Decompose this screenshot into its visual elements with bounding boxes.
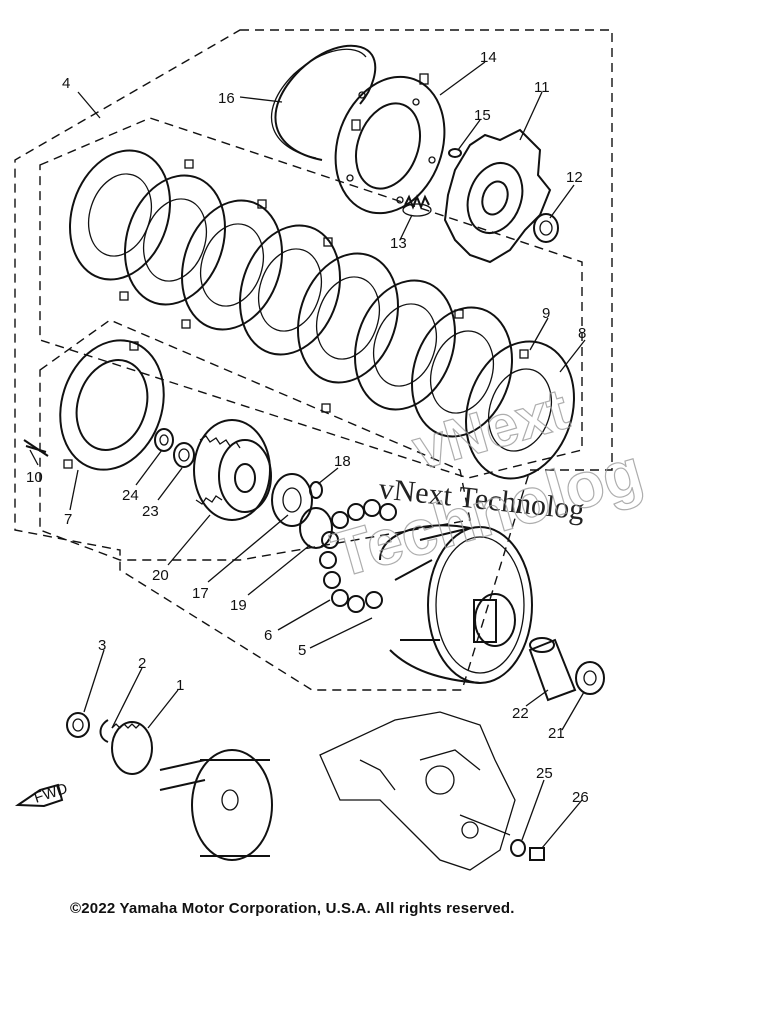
crankcase-section (319, 711, 516, 871)
wire-circlip-part (270, 44, 377, 161)
callout-10: 10 (26, 469, 43, 486)
callout-3: 3 (98, 637, 106, 654)
pressure-plate-part (334, 73, 446, 215)
callout-24: 24 (122, 487, 139, 504)
callout-6: 6 (264, 627, 272, 644)
forward-arrow-icon: FWD (14, 780, 70, 808)
callout-19: 19 (230, 597, 247, 614)
callout-15: 15 (474, 107, 491, 124)
copyright-notice: ©2022 Yamaha Motor Corporation, U.S.A. A… (70, 900, 515, 917)
clutch-boss-part (193, 419, 272, 521)
callout-9: 9 (542, 305, 550, 322)
nut-part (154, 428, 174, 452)
callout-11: 11 (534, 79, 550, 96)
cushion-plate-part (59, 339, 165, 471)
spring-seat-part (448, 148, 462, 158)
clutch-housing-part (379, 524, 533, 684)
leader-lines (29, 61, 586, 849)
thrust-plate-part (271, 473, 313, 527)
callout-21: 21 (548, 725, 565, 742)
friction-plate-stack (69, 149, 575, 480)
callout-4: 4 (62, 75, 70, 92)
callout-25: 25 (536, 765, 553, 782)
o-ring-part (299, 507, 333, 549)
callout-14: 14 (480, 49, 497, 66)
clutch-boss-boundary (39, 319, 471, 561)
callout-labels: 4 16 14 15 11 12 13 9 8 10 7 24 23 20 17… (26, 49, 589, 806)
callout-26: 26 (572, 789, 589, 806)
primary-driven-plate-part (443, 128, 552, 264)
clutch-assembly-boundary (14, 29, 613, 691)
bearing-part (533, 213, 559, 243)
drain-washer-part (510, 839, 526, 857)
spacer-collar-part (528, 637, 577, 702)
callout-17: 17 (192, 585, 209, 602)
thrust-washer-part (575, 661, 605, 695)
small-washer-part (309, 481, 323, 499)
crankshaft-part (159, 749, 273, 861)
drain-bolt-part (529, 847, 545, 861)
callout-23: 23 (142, 503, 159, 520)
callout-18: 18 (334, 453, 351, 470)
circlip-part (99, 719, 109, 743)
callout-13: 13 (390, 235, 407, 252)
steel-balls-part (319, 499, 397, 613)
callout-22: 22 (512, 705, 529, 722)
watermark: vNext Technolog vNext Technolog (323, 376, 650, 592)
lock-washer-part (173, 442, 195, 468)
callout-2: 2 (138, 655, 146, 672)
pushrod-part (23, 439, 49, 457)
callout-5: 5 (298, 642, 306, 659)
callout-1: 1 (176, 677, 184, 694)
callout-8: 8 (578, 325, 586, 342)
primary-nut-part (66, 712, 90, 738)
callout-7: 7 (64, 511, 72, 528)
callout-12: 12 (566, 169, 583, 186)
clutch-spring-part (402, 194, 432, 217)
callout-20: 20 (152, 567, 169, 584)
callout-16: 16 (218, 90, 235, 107)
primary-drive-gear-part (111, 721, 153, 775)
